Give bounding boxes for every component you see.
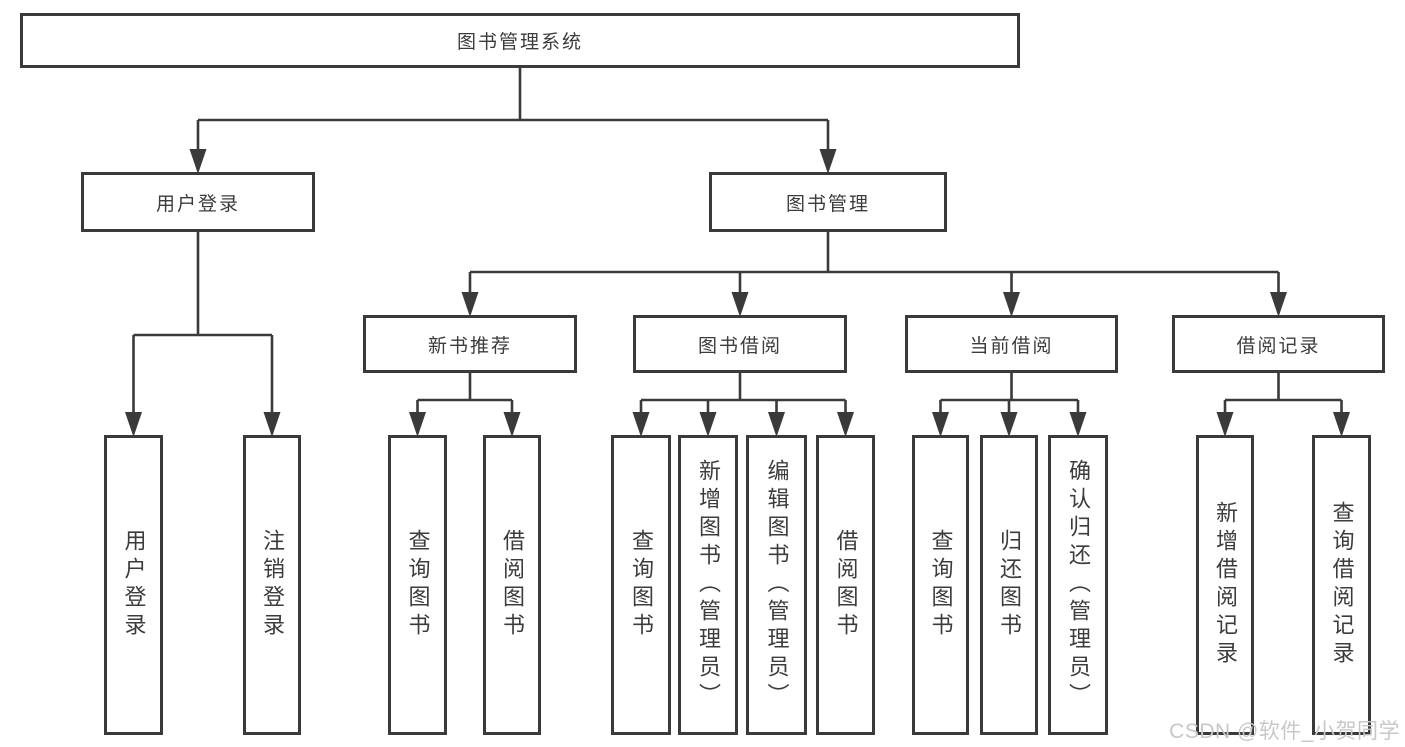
node-user-login: 用户登录 [81,172,315,232]
arrowhead-down-icon [837,412,854,437]
node-label: 编辑图书（管理员） [764,459,790,711]
node-label: 注销登录 [260,529,285,641]
node-leaf-user-login: 用户登录 [104,435,163,735]
node-leaf-borrow-book-2: 借阅图书 [816,435,875,735]
node-label: 借阅图书 [833,529,859,641]
node-label: 归还图书 [997,529,1022,641]
arrowhead-down-icon [1003,292,1020,317]
connector-line [132,232,274,419]
watermark: CSDN @软件_小贺同学 [1169,720,1400,743]
connector-line [1223,373,1343,419]
node-current-borrow: 当前借阅 [905,315,1118,373]
node-label: 确认归还（管理员） [1066,459,1091,711]
connector-line [639,373,847,419]
arrowhead-down-icon [1270,292,1287,317]
node-leaf-logout: 注销登录 [243,435,301,735]
arrowhead-down-icon [503,412,521,437]
connector-line [416,373,514,419]
arrowhead-down-icon [409,412,426,437]
node-new-book-recommend: 新书推荐 [363,315,577,373]
node-leaf-query-book-2: 查询图书 [611,435,671,735]
node-leaf-edit-book: 编辑图书（管理员） [746,435,807,735]
arrowhead-down-icon [1000,412,1018,437]
node-book-borrow: 图书借阅 [633,315,847,373]
node-label: 查询图书 [629,529,654,641]
node-borrow-records: 借阅记录 [1172,315,1385,373]
node-leaf-query-book-1: 查询图书 [388,435,447,735]
connector-line [196,68,830,156]
arrowhead-down-icon [632,412,650,437]
connector-line [939,373,1080,419]
arrowhead-down-icon [1216,412,1234,437]
node-leaf-return-book: 归还图书 [980,435,1038,735]
node-leaf-confirm-return: 确认归还（管理员） [1048,435,1108,735]
node-leaf-borrow-book-1: 借阅图书 [483,435,541,735]
arrowhead-down-icon [768,412,785,437]
arrowhead-down-icon [461,292,479,317]
arrowhead-down-icon [189,149,207,174]
node-label: 用户登录 [121,529,147,641]
arrowhead-down-icon [699,412,717,437]
node-book-management: 图书管理 [709,172,947,232]
node-label: 新增图书（管理员） [696,459,721,711]
node-leaf-add-book: 新增图书（管理员） [678,435,738,735]
node-leaf-query-borrow-record: 查询借阅记录 [1312,435,1371,735]
arrowhead-down-icon [819,149,837,174]
node-label: 借阅图书 [500,529,525,641]
node-label: 查询借阅记录 [1329,501,1355,669]
node-leaf-add-borrow-record: 新增借阅记录 [1196,435,1254,735]
node-label: 新增借阅记录 [1213,501,1238,669]
arrowhead-down-icon [125,412,142,437]
node-label: 查询图书 [405,529,431,641]
node-label: 查询图书 [928,529,954,641]
arrowhead-down-icon [1069,412,1087,437]
arrowhead-down-icon [731,292,749,317]
arrowhead-down-icon [263,412,281,437]
connector-line [468,232,1280,299]
arrowhead-down-icon [1333,412,1350,437]
node-leaf-query-book-3: 查询图书 [912,435,969,735]
arrowhead-down-icon [932,412,949,437]
node-root: 图书管理系统 [20,13,1020,68]
